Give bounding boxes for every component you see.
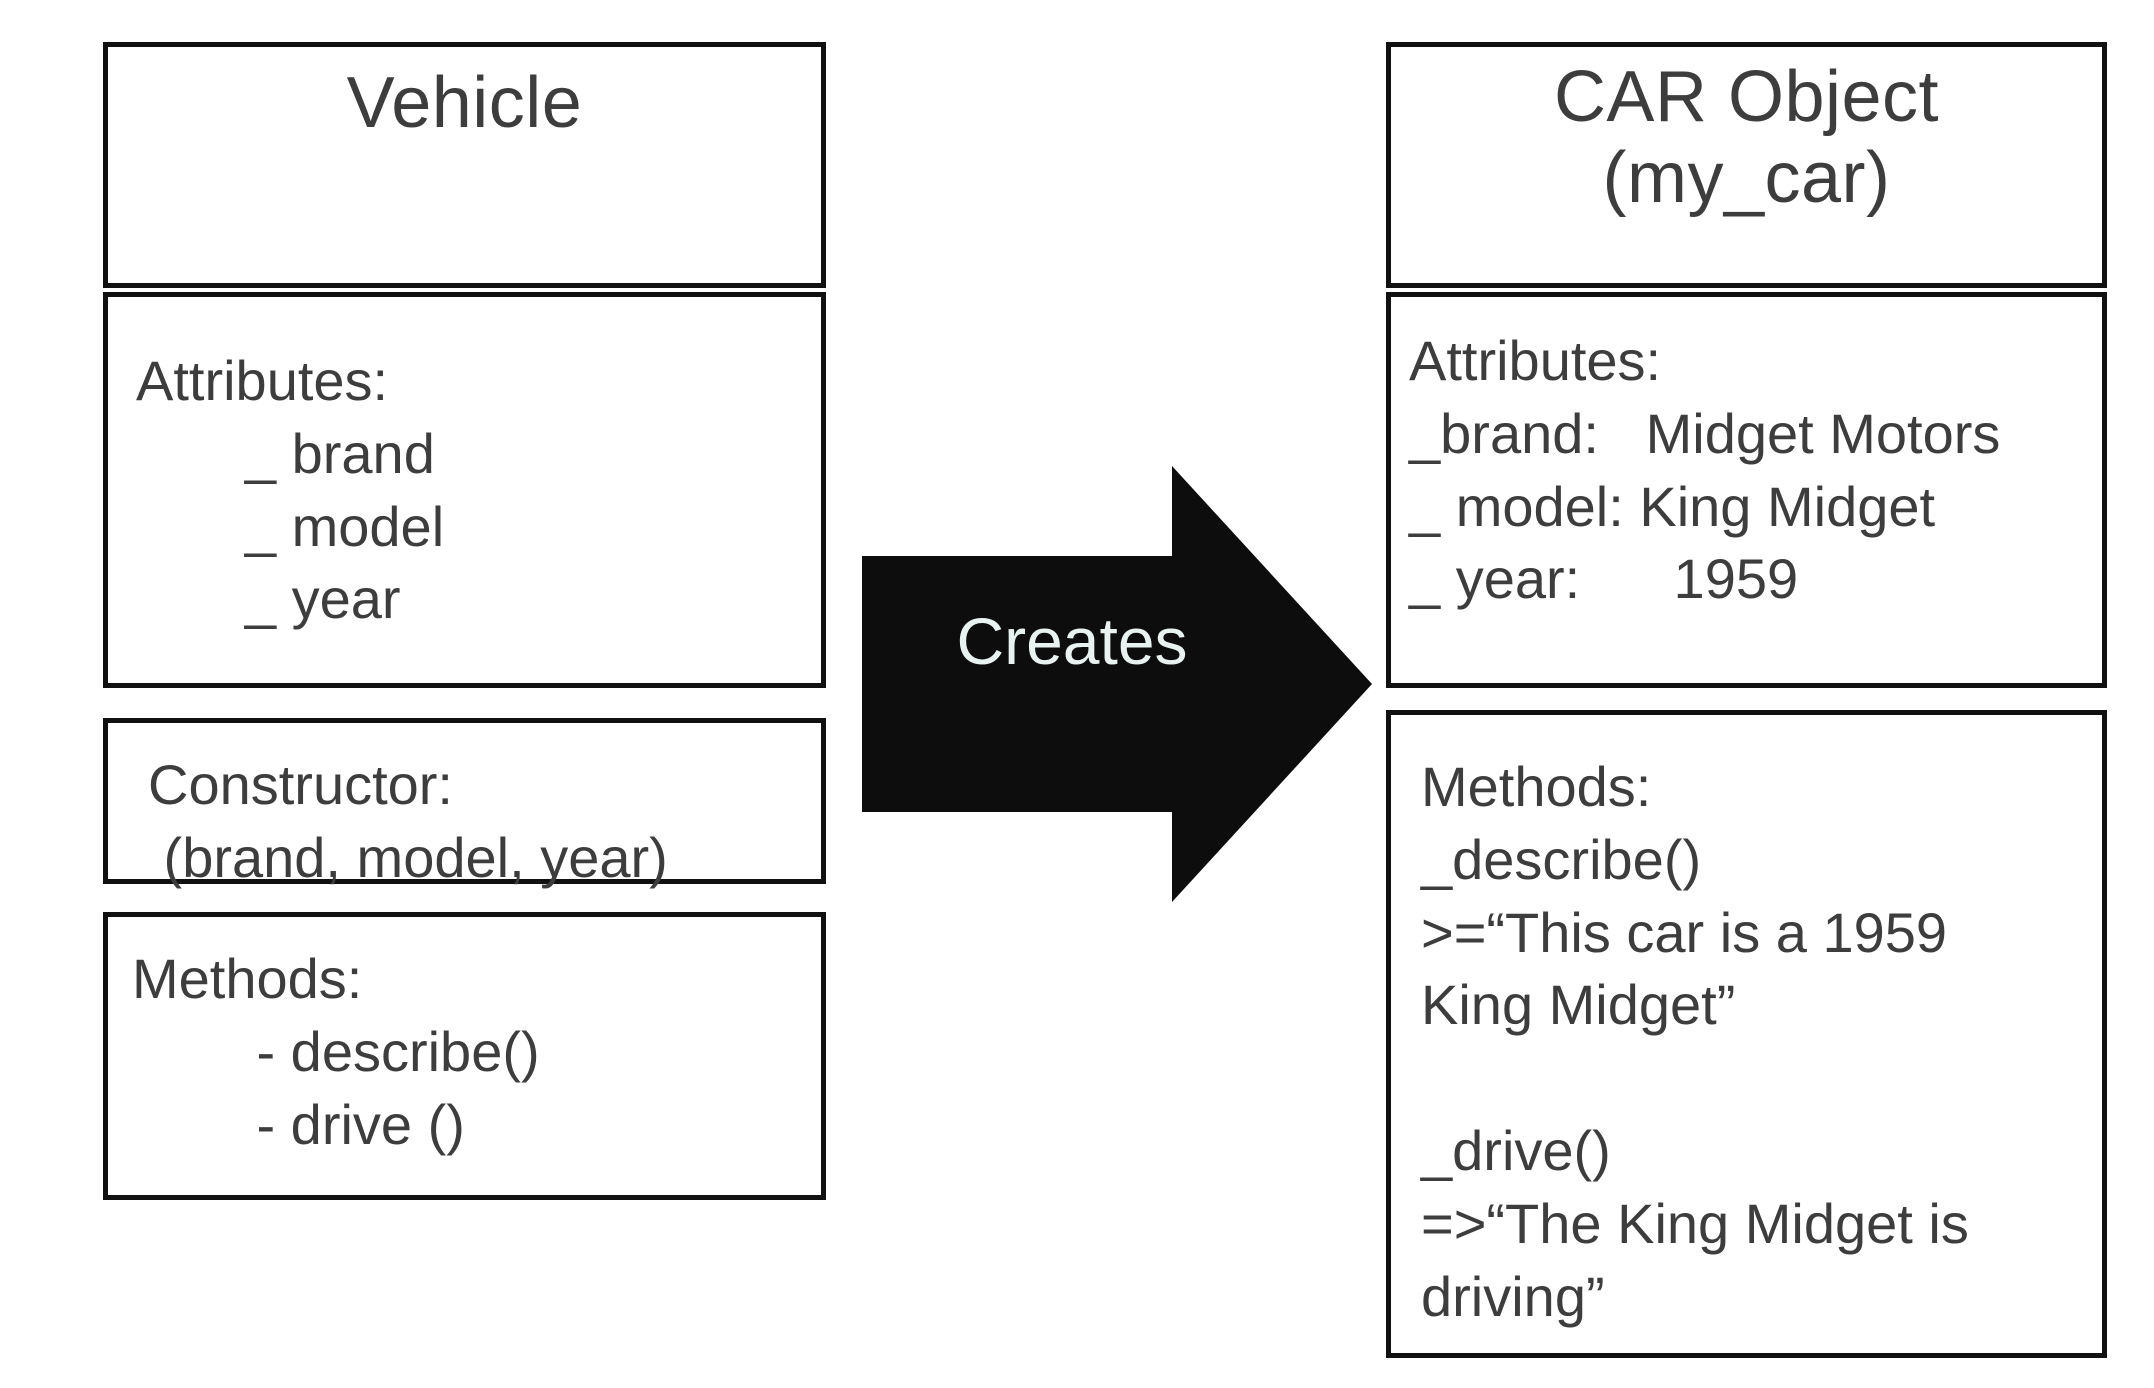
vehicle-methods-list: Methods: - describe() - drive ()	[132, 947, 540, 1156]
vehicle-methods-box: Methods: - describe() - drive ()	[103, 912, 826, 1200]
vehicle-constructor-box: Constructor: (brand, model, year)	[103, 718, 826, 889]
vehicle-class-title-box: Vehicle	[103, 42, 826, 288]
car-object-title: CAR Object (my_car)	[1553, 57, 1940, 218]
vehicle-attributes-box: Attributes: _ brand _ model _ year	[103, 292, 826, 688]
car-object-title-box: CAR Object (my_car)	[1386, 42, 2107, 288]
vehicle-constructor-signature: Constructor: (brand, model, year)	[148, 753, 668, 889]
creates-arrow-icon	[862, 466, 1372, 902]
car-object-methods-list: Methods: _describe() >=“This car is a 19…	[1421, 755, 1969, 1328]
car-object-attributes-list: Attributes: _brand: Midget Motors _ mode…	[1409, 329, 2001, 611]
vehicle-attributes-list: Attributes: _ brand _ model _ year	[136, 349, 445, 631]
vehicle-class-title: Vehicle	[346, 63, 583, 143]
car-object-methods-box: Methods: _describe() >=“This car is a 19…	[1386, 710, 2107, 1358]
creates-arrow-label: Creates	[956, 604, 1188, 678]
car-object-attributes-box: Attributes: _brand: Midget Motors _ mode…	[1386, 292, 2107, 688]
